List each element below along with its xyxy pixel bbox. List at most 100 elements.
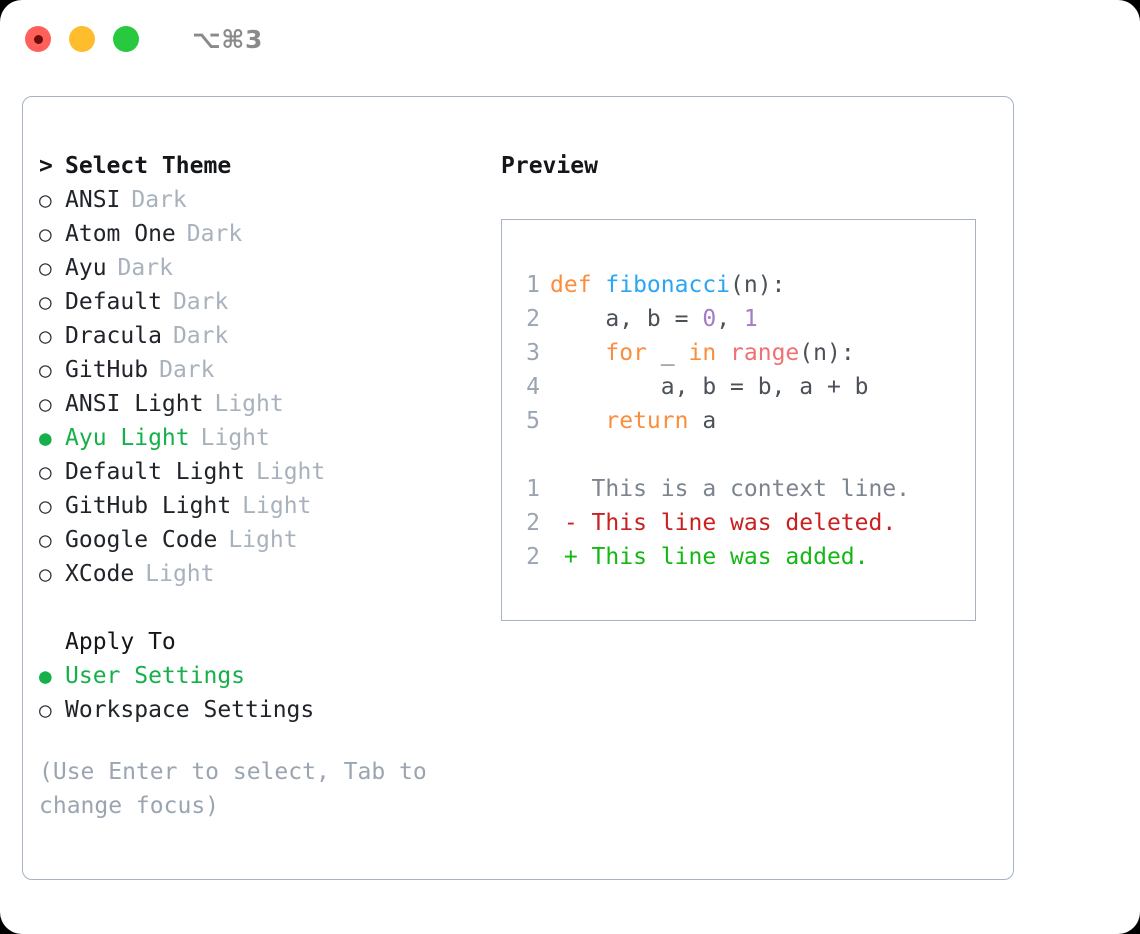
radio-selected-icon[interactable]: ●	[39, 664, 52, 688]
line-number: 2	[526, 510, 540, 536]
apply-to-list: ● User Settings ○ Workspace Settings	[39, 659, 489, 727]
apply-to-label: Apply To	[65, 629, 176, 655]
radio-unselected-icon[interactable]: ○	[39, 256, 52, 280]
theme-variant-badge: Light	[200, 425, 270, 451]
window-controls	[25, 26, 139, 52]
code-token	[550, 408, 605, 434]
theme-name: Atom One	[65, 221, 176, 247]
radio-unselected-icon[interactable]: ○	[39, 528, 52, 552]
code-token: a, b =	[550, 306, 703, 332]
radio-unselected-icon[interactable]: ○	[39, 222, 52, 246]
theme-name: Google Code	[65, 527, 218, 553]
theme-list-item[interactable]: ○ Atom One Dark	[39, 217, 489, 251]
theme-name: Default Light	[65, 459, 246, 485]
theme-variant-badge: Light	[256, 459, 326, 485]
apply-to-name: Workspace Settings	[65, 697, 315, 723]
theme-variant-badge: Dark	[131, 187, 187, 213]
theme-name: ANSI Light	[65, 391, 204, 417]
theme-variant-badge: Light	[145, 561, 215, 587]
close-icon	[33, 34, 43, 44]
diff-line: 2 + This line was added.	[518, 540, 967, 574]
code-token: a, b = b, a + b	[550, 374, 869, 400]
code-line: 3 for _ in range(n):	[518, 336, 967, 370]
theme-variant-badge: Light	[228, 527, 298, 553]
theme-name: Ayu Light	[65, 425, 190, 451]
diff-text: This is a context line.	[591, 476, 911, 502]
theme-list-item[interactable]: ○ GitHub Dark	[39, 353, 489, 387]
minimize-button[interactable]	[69, 26, 95, 52]
code-token: 1	[743, 306, 758, 332]
line-number: 3	[526, 340, 540, 366]
keyboard-shortcut-label: ⌥⌘3	[192, 24, 263, 54]
theme-list-item[interactable]: ○ GitHub Light Light	[39, 489, 489, 523]
close-button[interactable]	[25, 26, 51, 52]
code-token: a	[688, 408, 717, 434]
line-number: 5	[526, 408, 540, 434]
radio-unselected-icon[interactable]: ○	[39, 392, 52, 416]
radio-selected-icon[interactable]: ●	[39, 426, 52, 450]
diff-marker: +	[550, 544, 592, 570]
theme-variant-badge: Light	[214, 391, 284, 417]
theme-list-item[interactable]: ● Ayu Light Light	[39, 421, 489, 455]
page-title: Select Theme	[65, 153, 232, 179]
code-line: 5 return a	[518, 404, 967, 438]
list-spacer	[39, 591, 489, 625]
theme-variant-badge: Light	[242, 493, 312, 519]
theme-name: GitHub	[65, 357, 149, 383]
code-line: 4 a, b = b, a + b	[518, 370, 967, 404]
select-theme-heading: > Select Theme	[39, 149, 489, 183]
preview-title: Preview	[501, 153, 598, 179]
theme-variant-badge: Dark	[172, 323, 229, 349]
code-token: return	[605, 408, 689, 434]
line-number: 2	[526, 544, 540, 570]
apply-to-name: User Settings	[65, 663, 246, 689]
theme-name: ANSI	[65, 187, 121, 213]
diff-line: 2 - This line was deleted.	[518, 506, 967, 540]
code-token	[716, 340, 730, 366]
diff-text: This line was added.	[591, 544, 869, 570]
theme-name: XCode	[65, 561, 135, 587]
code-token: def	[550, 272, 606, 298]
theme-list-item[interactable]: ○ Default Light Light	[39, 455, 489, 489]
code-token: ,	[716, 306, 744, 332]
radio-unselected-icon[interactable]: ○	[39, 494, 52, 518]
radio-unselected-icon[interactable]: ○	[39, 290, 52, 314]
theme-name: GitHub Light	[65, 493, 232, 519]
theme-list-item[interactable]: ○ Ayu Dark	[39, 251, 489, 285]
theme-list-item[interactable]: ○ ANSI Dark	[39, 183, 489, 217]
theme-variant-badge: Dark	[159, 357, 215, 383]
radio-unselected-icon[interactable]: ○	[39, 188, 52, 212]
diff-lines: 1 This is a context line.2 - This line w…	[518, 472, 967, 574]
apply-to-item[interactable]: ○ Workspace Settings	[39, 693, 489, 727]
radio-unselected-icon[interactable]: ○	[39, 460, 52, 484]
radio-unselected-icon[interactable]: ○	[39, 698, 52, 722]
radio-unselected-icon[interactable]: ○	[39, 358, 52, 382]
code-token: 0	[702, 306, 717, 332]
theme-list-item[interactable]: ○ Google Code Light	[39, 523, 489, 557]
theme-variant-badge: Dark	[186, 221, 243, 247]
title-bar: ⌥⌘3	[0, 0, 1140, 78]
apply-to-item[interactable]: ● User Settings	[39, 659, 489, 693]
code-token: _	[646, 340, 689, 366]
radio-unselected-icon[interactable]: ○	[39, 324, 52, 348]
theme-name: Ayu	[65, 255, 107, 281]
line-number: 2	[526, 306, 540, 332]
theme-list-item[interactable]: ○ ANSI Light Light	[39, 387, 489, 421]
code-token: in	[688, 340, 717, 366]
theme-list-item[interactable]: ○ XCode Light	[39, 557, 489, 591]
code-token: (n):	[799, 340, 855, 366]
theme-variant-badge: Dark	[117, 255, 173, 281]
theme-variant-badge: Dark	[172, 289, 229, 315]
code-token: (n):	[730, 272, 786, 298]
maximize-button[interactable]	[113, 26, 139, 52]
diff-marker	[550, 476, 592, 502]
radio-unselected-icon[interactable]: ○	[39, 562, 52, 586]
